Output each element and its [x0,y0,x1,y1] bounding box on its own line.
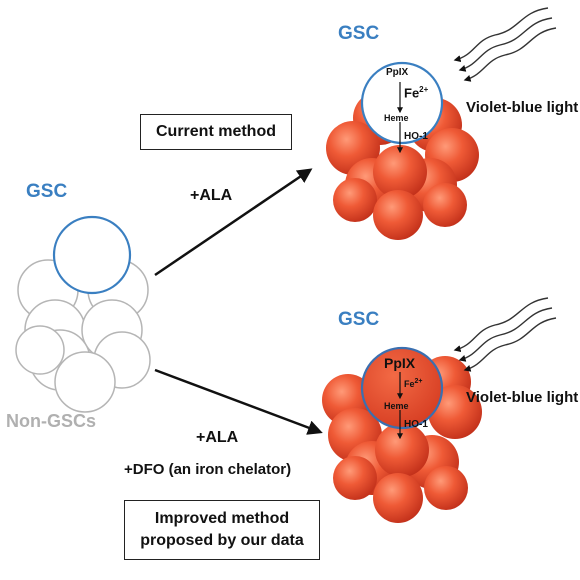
gsc-top-label: GSC [338,23,380,44]
arrow-to-improved [154,368,323,435]
gsc-left-cell [52,215,132,295]
arrow-to-current [154,168,313,277]
heme-top-label: Heme [384,113,409,123]
improved-method-box: Improved method proposed by our data [124,500,320,560]
violet-light-top-label: Violet-blue light [466,99,579,116]
gsc-bottom-label: GSC [338,309,380,330]
ho1-bottom-label: HO-1 [404,419,428,430]
gsc-left-label: GSC [26,181,68,202]
fe-top-label: Fe2+ [404,85,429,101]
fe-top-text: Fe [404,85,420,101]
light-rays-bottom [453,297,557,372]
ala-bottom-label: +ALA [196,429,239,446]
improved-method-line2: proposed by our data [140,532,304,549]
fe-bottom-charge: 2+ [414,378,423,385]
improved-method-line1: Improved method [154,510,290,528]
fe-bottom-text: Fe [404,379,415,389]
ala-top-label: +ALA [190,187,233,204]
non-gscs-label: Non-GSCs [6,411,96,431]
violet-light-bottom-label: Violet-blue light [466,389,579,406]
ppix-bottom-label: PpIX [384,355,416,371]
current-method-label: Current method [156,123,276,141]
non-gsc-cluster [15,259,151,413]
fe-bottom-label: Fe2+ [404,378,423,389]
ho1-top-label: HO-1 [404,131,428,142]
light-rays-top [453,7,557,82]
fe-top-charge: 2+ [419,85,429,94]
ppix-top-label: PpIX [386,67,409,78]
dfo-label: +DFO (an iron chelator) [124,461,292,478]
gsc-bottom-cell [360,346,444,430]
gsc-top-cell [360,61,444,145]
heme-bottom-label: Heme [384,401,409,411]
current-method-box: Current method [140,114,292,150]
